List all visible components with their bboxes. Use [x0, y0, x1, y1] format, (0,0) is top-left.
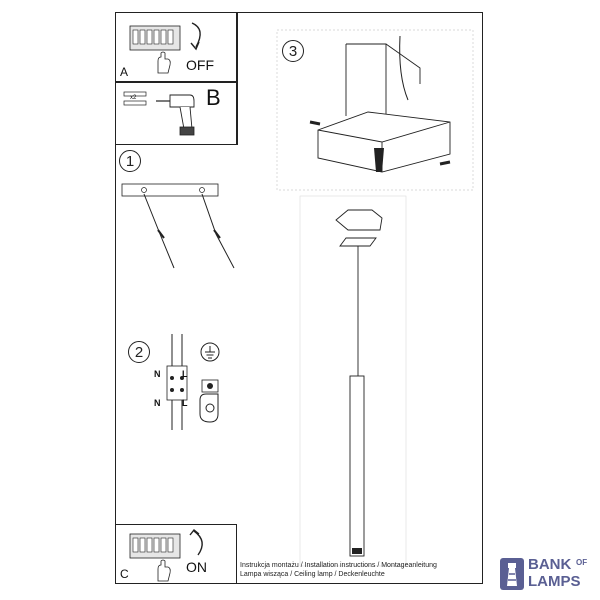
breaker-icon [129, 533, 181, 559]
screw-icon [123, 91, 147, 106]
panel-a-power-off: A OFF [115, 12, 237, 82]
caption-line-2: Lampa wisząca / Ceiling lamp / Deckenleu… [240, 571, 385, 578]
lighthouse-icon [500, 558, 524, 590]
breaker-icon [129, 25, 181, 51]
panel-a-state: OFF [186, 57, 214, 73]
logo-of: OF [576, 558, 588, 567]
panel-c-letter: C [120, 567, 129, 581]
canopy-drawing [309, 35, 451, 173]
instruction-frame [115, 12, 483, 584]
arrow-icon [190, 22, 201, 51]
step-three-badge: 3 [282, 40, 304, 62]
panel-c-state: ON [186, 559, 207, 575]
step-one-badge: 1 [119, 150, 141, 172]
caption-line-1: Instrukcja montażu / Installation instru… [240, 562, 437, 569]
wire-l-top: L [182, 369, 188, 379]
wire-n-bottom: N [154, 398, 161, 408]
pendant-lamp-drawing [299, 195, 407, 567]
wire-l-bottom: L [182, 398, 188, 408]
hand-icon [157, 559, 171, 582]
panel-a-letter: A [120, 65, 129, 79]
step-three-dashed-area [276, 29, 474, 191]
arrow-icon [189, 529, 203, 556]
wiring-terminal-drawing [166, 334, 188, 430]
step-two-badge: 2 [128, 341, 150, 363]
panel-c-power-on: C ON [115, 524, 237, 584]
ceiling-bracket-drawing [121, 183, 235, 269]
ground-icon [199, 342, 220, 423]
wire-n-top: N [154, 369, 161, 379]
panel-b-count: x2 [130, 95, 137, 101]
divider-line [237, 12, 238, 145]
hand-icon [157, 51, 171, 74]
drill-icon [156, 94, 195, 136]
logo-lamps: LAMPS [528, 573, 581, 590]
panel-b-letter: B [206, 85, 221, 110]
panel-b-tools: x2 B [115, 82, 237, 145]
bank-of-lamps-logo: BANK OF LAMPS [500, 556, 598, 592]
logo-bank: BANK [528, 556, 572, 573]
